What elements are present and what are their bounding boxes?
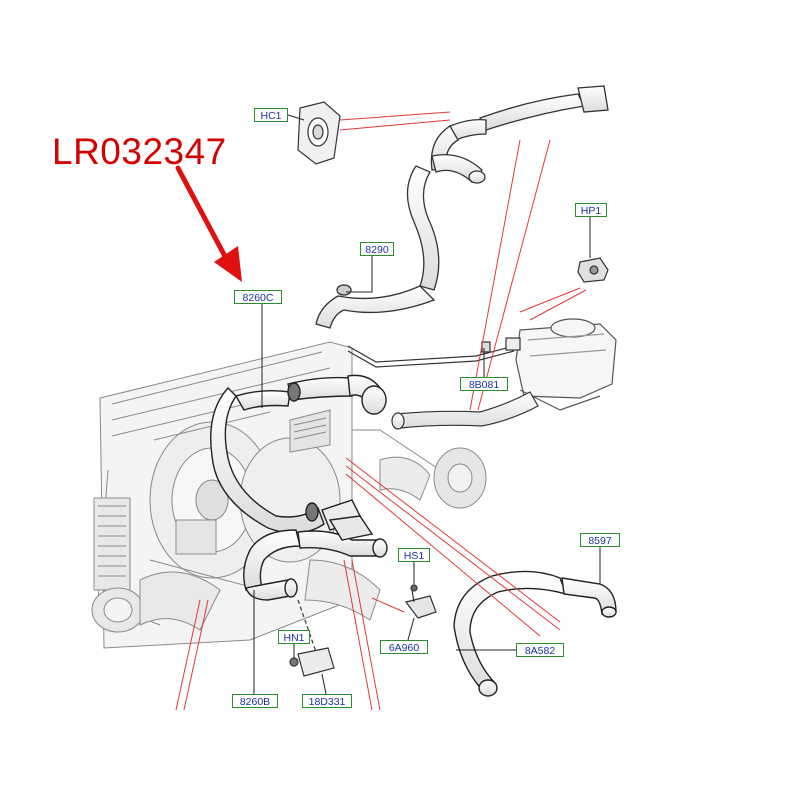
- callout-leaders: [253, 114, 601, 695]
- callout-hn1: HN1: [278, 630, 310, 644]
- sensor-18d331: [289, 599, 335, 677]
- callout-8260c: 8260C: [234, 290, 282, 304]
- callout-8a582: 8A582: [516, 643, 564, 657]
- upper-hose-8290: [315, 85, 609, 329]
- radiator-hose-8260b: [243, 515, 388, 601]
- radiator-hose-8260c: [210, 374, 387, 534]
- callout-hc1: HC1: [254, 108, 288, 122]
- callout-8290: 8290: [360, 242, 394, 256]
- expansion-tank: [515, 318, 617, 411]
- hose-clip-hc1: [297, 101, 341, 165]
- callout-6a960: 6A960: [380, 640, 428, 654]
- callout-8b081: 8B081: [460, 377, 508, 391]
- part-number-label: LR032347: [52, 131, 227, 172]
- callout-8260b: 8260B: [232, 694, 278, 708]
- callout-8597: 8597: [580, 533, 620, 547]
- callout-hs1: HS1: [398, 548, 430, 562]
- red-arrow: [175, 165, 242, 282]
- heater-hose-8a582: [453, 570, 617, 697]
- callout-18d331: 18D331: [302, 694, 352, 708]
- tank-hose: [391, 391, 539, 430]
- bleed-pipe-8b081: [347, 337, 521, 368]
- red-leader-lines: [175, 111, 587, 711]
- bracket-6a960: [404, 584, 437, 619]
- callout-hp1: HP1: [575, 203, 607, 217]
- hose-clip-hp1: [577, 257, 609, 283]
